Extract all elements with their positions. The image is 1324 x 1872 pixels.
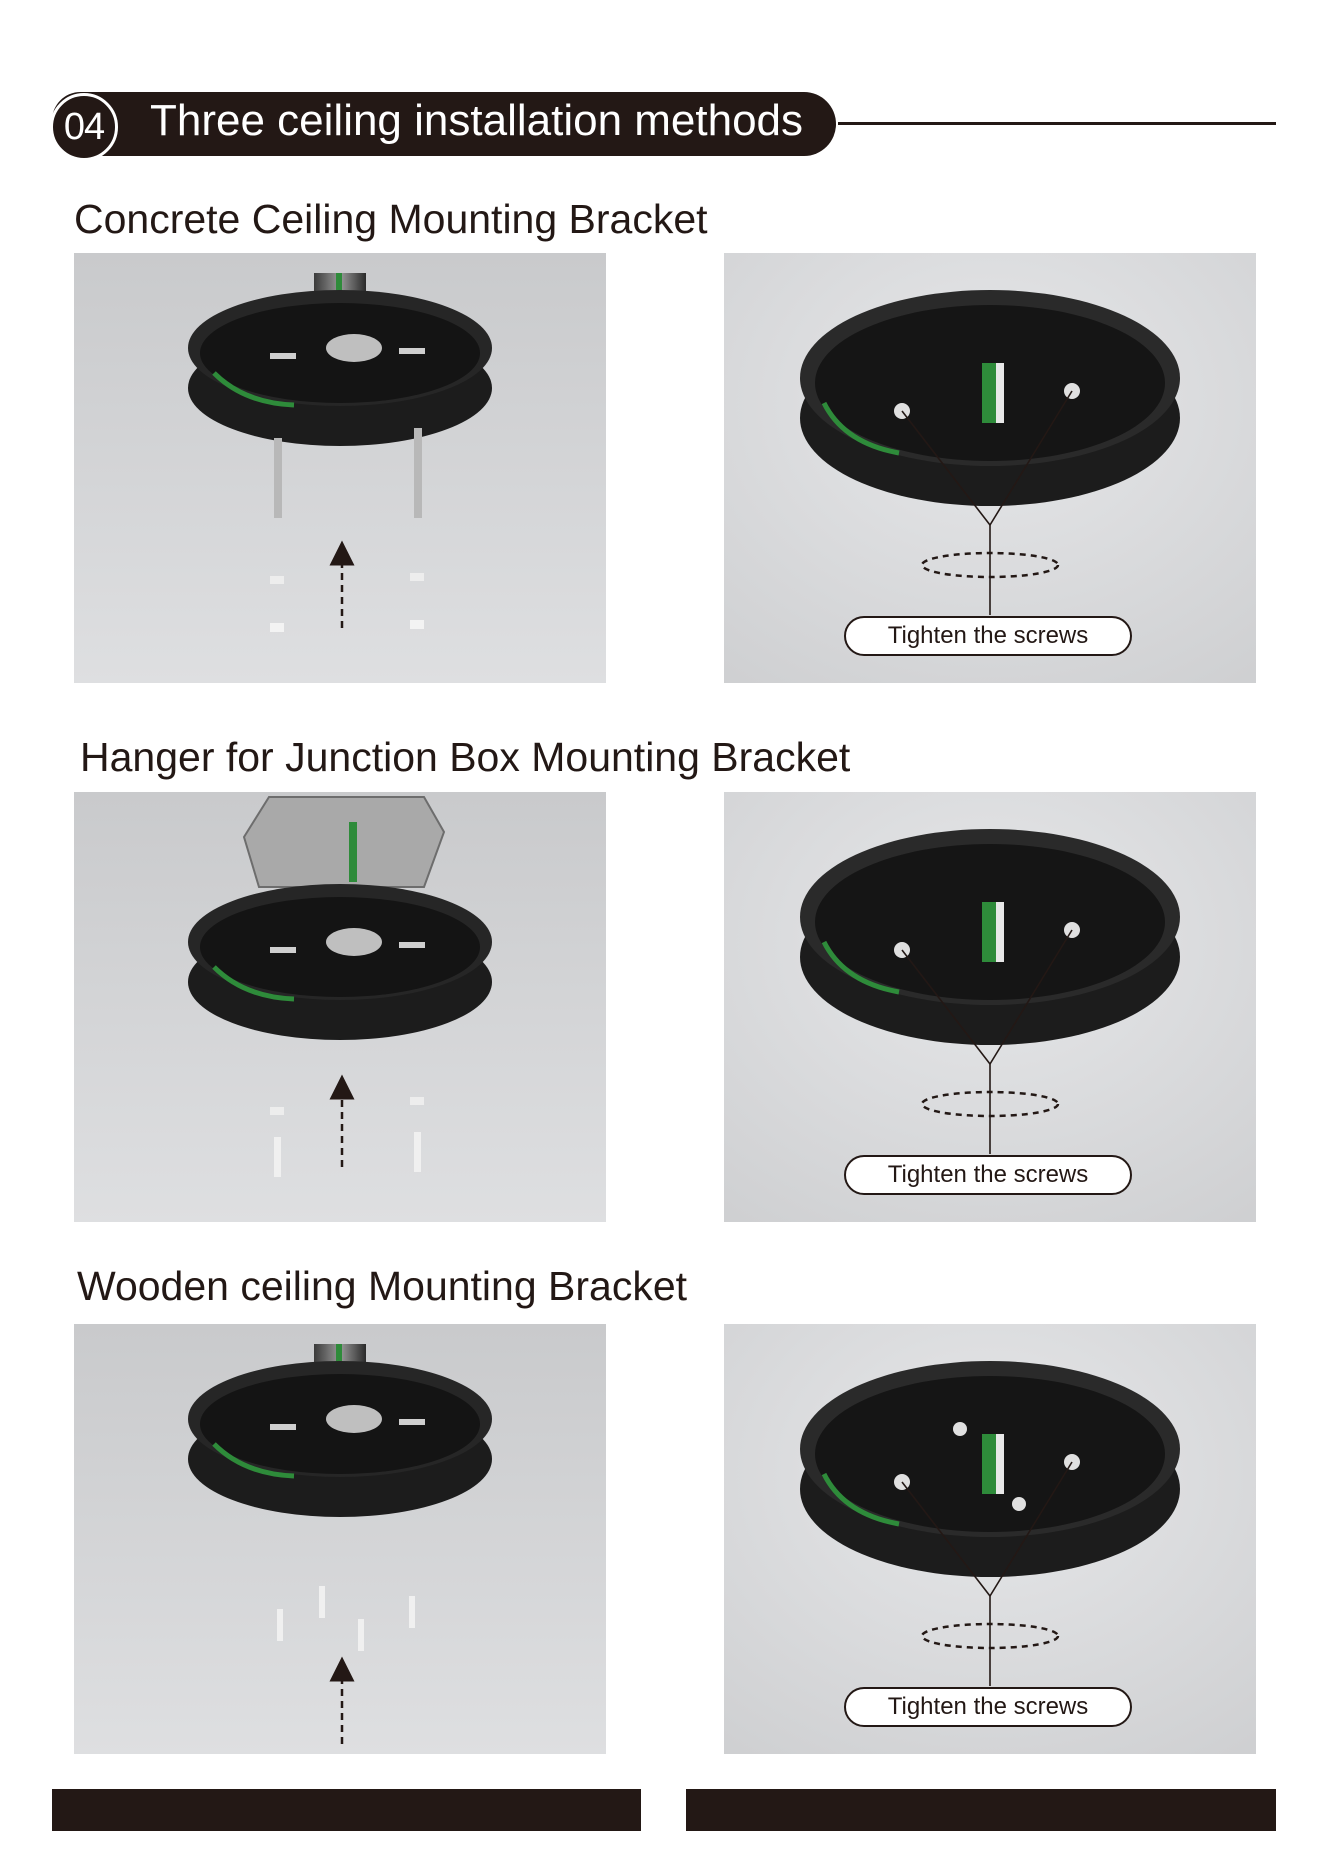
section-title-concrete: Concrete Ceiling Mounting Bracket bbox=[74, 196, 708, 243]
page-title: Three ceiling installation methods bbox=[150, 96, 803, 146]
footer-bar-left bbox=[52, 1789, 641, 1831]
illustration-wooden-before bbox=[74, 1324, 606, 1754]
section-title-wooden: Wooden ceiling Mounting Bracket bbox=[77, 1263, 687, 1310]
callout-tighten-screws: Tighten the screws bbox=[844, 1687, 1132, 1727]
section-title-junction-box: Hanger for Junction Box Mounting Bracket bbox=[80, 734, 850, 781]
illustration-concrete-before bbox=[74, 253, 606, 683]
illustration-junction-box-before bbox=[74, 792, 606, 1222]
callout-tighten-screws: Tighten the screws bbox=[844, 616, 1132, 656]
step-number-badge: 04 bbox=[50, 93, 118, 161]
footer-bar-right bbox=[686, 1789, 1276, 1831]
illustration-concrete-after: Tighten the screws bbox=[724, 253, 1256, 683]
callout-tighten-screws: Tighten the screws bbox=[844, 1155, 1132, 1195]
illustration-wooden-after: Tighten the screws bbox=[724, 1324, 1256, 1754]
illustration-junction-box-after: Tighten the screws bbox=[724, 792, 1256, 1222]
header-rule bbox=[838, 122, 1276, 125]
